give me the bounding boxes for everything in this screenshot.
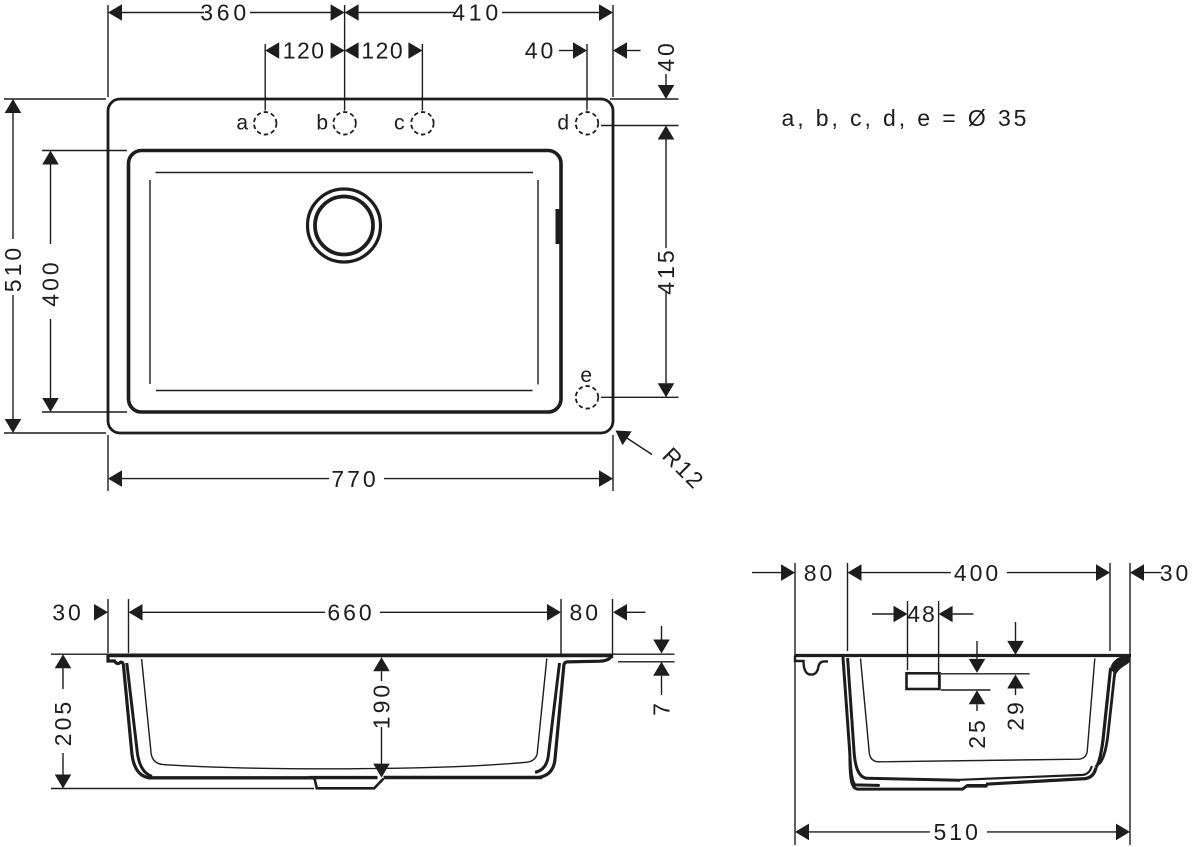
svg-text:410: 410 bbox=[452, 0, 502, 26]
svg-text:80: 80 bbox=[570, 600, 602, 626]
svg-text:25: 25 bbox=[964, 717, 990, 749]
svg-text:770: 770 bbox=[331, 466, 378, 492]
svg-text:d: d bbox=[557, 112, 569, 135]
svg-text:190: 190 bbox=[369, 682, 395, 729]
svg-text:30: 30 bbox=[52, 600, 84, 626]
svg-text:b: b bbox=[316, 112, 328, 135]
svg-text:510: 510 bbox=[0, 245, 26, 292]
svg-text:400: 400 bbox=[954, 560, 1001, 586]
svg-text:120: 120 bbox=[283, 38, 326, 64]
svg-text:c: c bbox=[394, 112, 405, 135]
svg-text:30: 30 bbox=[1160, 560, 1192, 586]
svg-text:400: 400 bbox=[38, 259, 64, 306]
svg-text:205: 205 bbox=[50, 699, 76, 746]
svg-text:48: 48 bbox=[907, 601, 937, 627]
svg-text:a, b, c, d, e = Ø 35: a, b, c, d, e = Ø 35 bbox=[782, 105, 1030, 131]
svg-text:360: 360 bbox=[200, 0, 250, 26]
svg-text:415: 415 bbox=[653, 247, 679, 294]
svg-text:a: a bbox=[236, 112, 248, 135]
svg-text:29: 29 bbox=[1003, 699, 1029, 731]
svg-text:660: 660 bbox=[327, 600, 374, 626]
svg-text:510: 510 bbox=[934, 819, 981, 845]
svg-text:40: 40 bbox=[653, 40, 679, 72]
svg-text:40: 40 bbox=[525, 38, 557, 64]
svg-text:7: 7 bbox=[649, 700, 675, 716]
svg-text:80: 80 bbox=[804, 560, 836, 586]
svg-text:120: 120 bbox=[361, 38, 404, 64]
svg-text:e: e bbox=[580, 364, 592, 387]
